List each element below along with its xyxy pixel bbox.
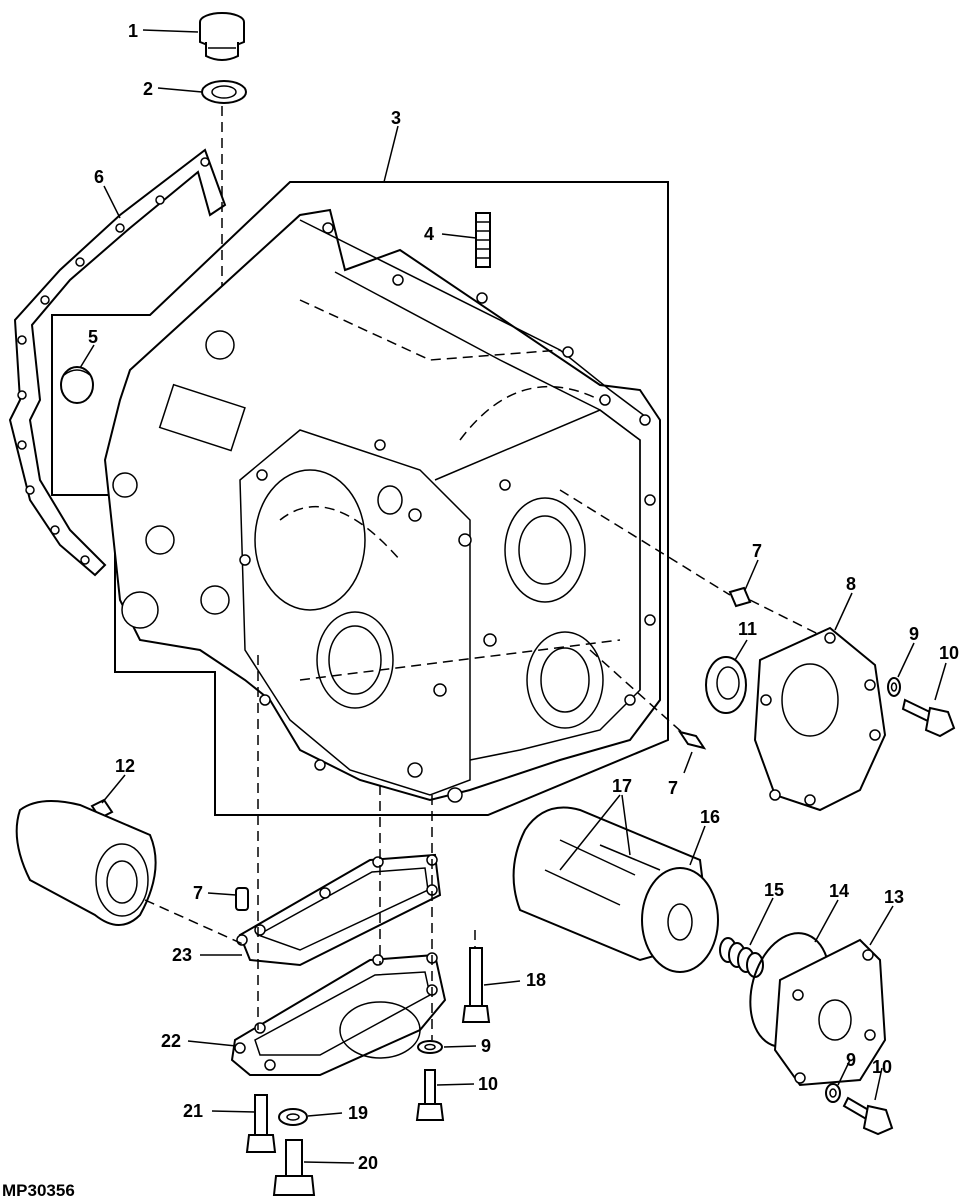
part-4-stud[interactable] xyxy=(475,212,491,268)
part-1-fill-plug[interactable] xyxy=(199,12,245,61)
callout-7-pan: 7 xyxy=(193,883,203,903)
part-3-transaxle-case[interactable] xyxy=(103,208,661,803)
assembly-line xyxy=(589,649,686,736)
part-10-cap-screw-pan[interactable] xyxy=(415,1069,445,1121)
callout-19: 19 xyxy=(348,1103,368,1123)
callout-7-upper: 7 xyxy=(752,541,762,561)
callout-10-pan: 10 xyxy=(478,1074,498,1094)
part-11-oil-seal[interactable] xyxy=(705,656,747,714)
callout-7-lower: 7 xyxy=(668,778,678,798)
callout-20: 20 xyxy=(358,1153,378,1173)
figure-id: MP30356 xyxy=(2,1181,75,1200)
callout-23: 23 xyxy=(172,945,192,965)
part-20-drain-plug[interactable] xyxy=(272,1139,316,1196)
callout-9-bottom-right: 9 xyxy=(846,1050,856,1070)
part-16-oil-filter[interactable] xyxy=(512,806,719,973)
callout-3: 3 xyxy=(391,108,401,128)
callout-15: 15 xyxy=(764,880,784,900)
callout-13: 13 xyxy=(884,887,904,907)
part-9-washer-pan[interactable] xyxy=(417,1040,443,1054)
callout-21: 21 xyxy=(183,1101,203,1121)
assembly-line xyxy=(559,489,731,596)
part-22-oil-pan[interactable] xyxy=(230,952,447,1076)
callout-9-right: 9 xyxy=(909,624,919,644)
callout-16: 16 xyxy=(700,807,720,827)
callout-14: 14 xyxy=(829,881,849,901)
part-10-cap-screw-right[interactable] xyxy=(901,698,956,738)
leader-lines xyxy=(79,29,947,1164)
callout-17: 17 xyxy=(612,776,632,796)
part-23-pan-gasket[interactable] xyxy=(236,853,442,967)
part-18-cap-screw[interactable] xyxy=(461,947,491,1023)
callout-1: 1 xyxy=(128,21,138,41)
part-5-plug[interactable] xyxy=(60,366,94,404)
callout-4: 4 xyxy=(424,224,434,244)
part-19-washer[interactable] xyxy=(278,1108,308,1126)
filter-housing[interactable] xyxy=(15,800,157,926)
part-7-dowel-pin-lower[interactable] xyxy=(677,730,707,750)
part-9-washer-bottom-right[interactable] xyxy=(825,1083,841,1103)
part-8-cover-plate[interactable] xyxy=(753,626,887,812)
callout-5: 5 xyxy=(88,327,98,347)
callout-6: 6 xyxy=(94,167,104,187)
callout-labels: 1 2 3 4 5 6 7 7 7 8 9 9 9 10 10 10 11 12… xyxy=(88,21,959,1173)
callout-22: 22 xyxy=(161,1031,181,1051)
part-6-gasket[interactable] xyxy=(8,148,227,577)
callout-11: 11 xyxy=(738,619,757,639)
part-7-dowel-pin-pan[interactable] xyxy=(235,887,249,911)
part-10-cap-screw-bottom-right[interactable] xyxy=(842,1096,894,1136)
callout-10-right: 10 xyxy=(939,643,959,663)
part-9-washer-right[interactable] xyxy=(887,677,901,697)
part-21-cap-screw[interactable] xyxy=(245,1094,277,1153)
part-13-filter-cover[interactable] xyxy=(773,938,887,1087)
callout-12: 12 xyxy=(115,756,135,776)
callout-2: 2 xyxy=(143,79,153,99)
part-15-spring[interactable] xyxy=(719,937,764,978)
callout-8: 8 xyxy=(846,574,856,594)
part-7-dowel-pin-upper[interactable] xyxy=(728,586,752,608)
assembly-line xyxy=(144,899,246,946)
part-2-washer[interactable] xyxy=(201,80,247,104)
callout-18: 18 xyxy=(526,970,546,990)
callout-10-bottom-right: 10 xyxy=(872,1057,892,1077)
callout-9-pan: 9 xyxy=(481,1036,491,1056)
part-3-group-bracket xyxy=(51,181,669,816)
